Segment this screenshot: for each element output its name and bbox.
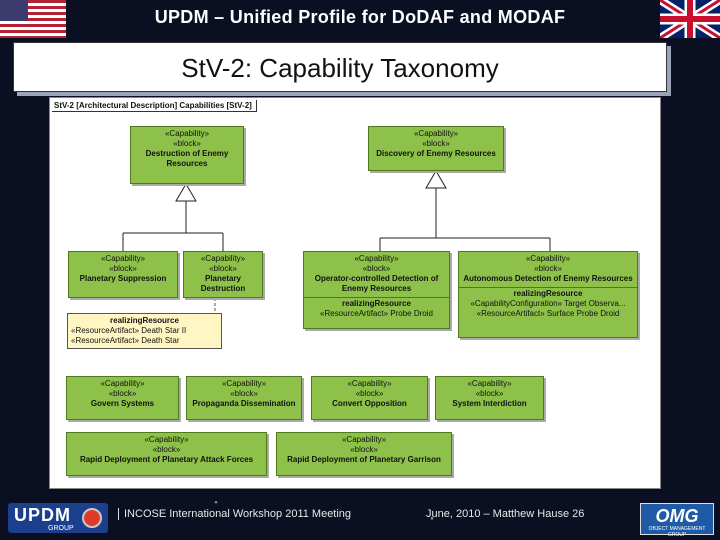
capability-name: Govern Systems bbox=[90, 399, 155, 408]
stereotype-block: «block» bbox=[209, 264, 237, 273]
capability-planetary-suppression[interactable]: «Capability» «block» Planetary Suppressi… bbox=[68, 251, 178, 298]
stereotype-block: «block» bbox=[475, 389, 504, 398]
stereotype-block: «block» bbox=[230, 389, 258, 398]
realizing-resource-note[interactable]: realizingResource «ResourceArtifact» Dea… bbox=[67, 313, 222, 349]
stereotype-capability: «Capability» bbox=[164, 129, 210, 138]
stereotype-capability: «Capability» bbox=[221, 379, 267, 388]
capability-system-interdiction[interactable]: «Capability» «block» System Interdiction bbox=[435, 376, 544, 420]
stereotype-capability: «Capability» bbox=[467, 379, 512, 388]
compartment-item: «ResourceArtifact» Surface Probe Droid bbox=[476, 309, 620, 318]
compartment-title: realizingResource bbox=[342, 299, 411, 308]
capability-rapid-deployment-attack-forces[interactable]: «Capability» «block» Rapid Deployment of… bbox=[66, 432, 267, 476]
omg-logo-subtext: OBJECT MANAGEMENT GROUP bbox=[648, 526, 706, 538]
capability-name: Discovery of Enemy Resources bbox=[376, 149, 496, 158]
stereotype-block: «block» bbox=[173, 139, 201, 148]
capability-govern-systems[interactable]: «Capability» «block» Govern Systems bbox=[66, 376, 179, 420]
capability-planetary-destruction[interactable]: «Capability» «block» Planetary Destructi… bbox=[183, 251, 263, 298]
stereotype-block: «block» bbox=[350, 445, 378, 454]
note-item: «ResourceArtifact» Death Star II bbox=[71, 326, 187, 335]
capability-destruction-of-enemy-resources[interactable]: «Capability» «block» Destruction of Enem… bbox=[130, 126, 244, 184]
stereotype-capability: «Capability» bbox=[144, 435, 189, 444]
capability-name: Rapid Deployment of Planetary Attack For… bbox=[79, 455, 254, 464]
realizing-resource-compartment: realizingResource «ResourceArtifact» Pro… bbox=[304, 297, 449, 319]
compartment-item: «ResourceArtifact» Probe Droid bbox=[320, 309, 433, 318]
stereotype-block: «block» bbox=[108, 389, 137, 398]
capability-autonomous-detection[interactable]: «Capability» «block» Autonomous Detectio… bbox=[458, 251, 638, 338]
us-flag-icon bbox=[0, 0, 66, 38]
realizing-resource-compartment: realizingResource «CapabilityConfigurati… bbox=[459, 287, 637, 319]
stereotype-block: «block» bbox=[534, 264, 562, 273]
stereotype-block: «block» bbox=[355, 389, 384, 398]
stereotype-capability: «Capability» bbox=[413, 129, 459, 138]
header-bar: UPDM – Unified Profile for DoDAF and MOD… bbox=[0, 0, 720, 40]
capability-name: Planetary Suppression bbox=[79, 274, 167, 283]
capability-name: Destruction of Enemy Resources bbox=[145, 149, 229, 168]
omg-logo: OMG OBJECT MANAGEMENT GROUP bbox=[640, 503, 714, 538]
diagram-frame-label: StV-2 [Architectural Description] Capabi… bbox=[52, 100, 257, 112]
capability-discovery-of-enemy-resources[interactable]: «Capability» «block» Discovery of Enemy … bbox=[368, 126, 504, 171]
stereotype-capability: «Capability» bbox=[341, 435, 387, 444]
stereotype-block: «block» bbox=[109, 264, 137, 273]
capability-name: Planetary Destruction bbox=[200, 274, 246, 293]
presentation-title: UPDM – Unified Profile for DoDAF and MOD… bbox=[154, 7, 566, 27]
stereotype-capability: «Capability» bbox=[347, 379, 392, 388]
note-title: realizingResource bbox=[110, 316, 179, 325]
note-item: «ResourceArtifact» Death Star bbox=[71, 336, 180, 345]
updm-logo-text: UPDM bbox=[14, 505, 71, 525]
capability-name: Rapid Deployment of Planetary Garrison bbox=[287, 455, 441, 464]
capability-name: System Interdiction bbox=[452, 399, 527, 408]
capability-name: Operator-controlled Detection of Enemy R… bbox=[314, 274, 439, 293]
stereotype-capability: «Capability» bbox=[200, 254, 246, 263]
footer-date-author: June, 2010 – Matthew Hause 26 bbox=[426, 508, 585, 520]
slide-title-bar: StV-2: Capability Taxonomy bbox=[13, 42, 667, 92]
compartment-title: realizingResource bbox=[513, 289, 583, 298]
capability-name: Propaganda Dissemination bbox=[192, 399, 296, 408]
capability-propaganda-dissemination[interactable]: «Capability» «block» Propaganda Dissemin… bbox=[186, 376, 302, 420]
capability-rapid-deployment-garrison[interactable]: «Capability» «block» Rapid Deployment of… bbox=[276, 432, 452, 476]
compartment-item: «CapabilityConfiguration» Target Observa… bbox=[470, 299, 626, 308]
capability-name: Autonomous Detection of Enemy Resources bbox=[463, 274, 633, 283]
updm-logo: UPDM GROUP bbox=[8, 503, 108, 533]
capability-convert-opposition[interactable]: «Capability» «block» Convert Opposition bbox=[311, 376, 428, 420]
updm-logo-subtext: GROUP bbox=[48, 525, 74, 532]
stereotype-capability: «Capability» bbox=[100, 254, 146, 263]
stereotype-block: «block» bbox=[422, 139, 450, 148]
stv2-diagram: StV-2 [Architectural Description] Capabi… bbox=[49, 97, 661, 489]
capability-operator-controlled-detection[interactable]: «Capability» «block» Operator-controlled… bbox=[303, 251, 450, 329]
stereotype-capability: «Capability» bbox=[525, 254, 571, 263]
stereotype-capability: «Capability» bbox=[100, 379, 145, 388]
footer-bar: UPDM GROUP INCOSE International Workshop… bbox=[0, 495, 720, 540]
stereotype-block: «block» bbox=[362, 264, 391, 273]
stereotype-capability: «Capability» bbox=[354, 254, 399, 263]
omg-logo-text: OMG bbox=[655, 506, 699, 526]
capability-name: Convert Opposition bbox=[332, 399, 407, 408]
stereotype-block: «block» bbox=[152, 445, 181, 454]
footer-event: INCOSE International Workshop 2011 Meeti… bbox=[118, 508, 351, 520]
uk-flag-icon bbox=[660, 0, 720, 38]
slide-title: StV-2: Capability Taxonomy bbox=[181, 53, 499, 83]
updm-logo-ring-icon bbox=[82, 508, 102, 528]
